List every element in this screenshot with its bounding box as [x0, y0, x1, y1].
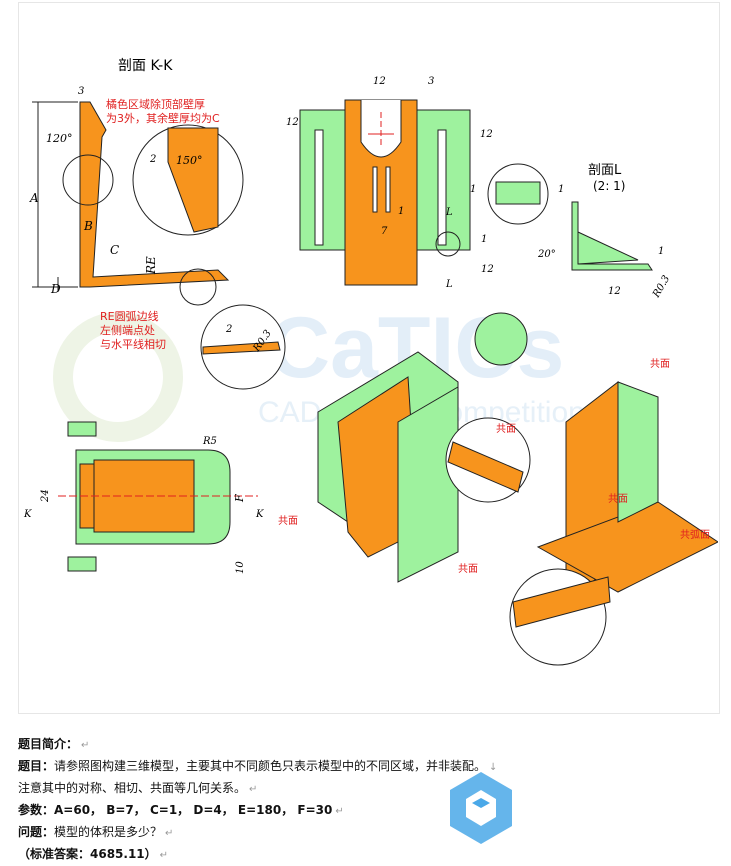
detail-marker-1 [62, 154, 114, 206]
question-label: 问题： [18, 825, 55, 839]
params-label: 参数： [18, 803, 55, 817]
note-wall-line1: 橘色区域除顶部壁厚 [106, 97, 205, 111]
label-coplanar-3: 共面 [650, 358, 670, 370]
dim-1-section-l: 1 [658, 246, 664, 257]
label-coplanar-1: 共面 [496, 423, 516, 435]
label-l-top: L [445, 207, 453, 218]
dim-3-front: 3 [428, 76, 434, 87]
dim-1-detail-a: 1 [470, 184, 476, 195]
dim-3-top: 3 [78, 86, 84, 97]
front-view [299, 99, 471, 286]
label-coplanar-2: 共面 [278, 515, 298, 527]
note-text: 注意其中的对称、相切、共面等几何关系。 [18, 781, 247, 795]
dim-12-right: 12 [480, 129, 493, 140]
dim-angle-20: 20° [537, 249, 556, 260]
label-k-left: K [23, 509, 32, 520]
dim-1-front: 1 [398, 206, 404, 217]
section-l-scale: (2: 1) [593, 179, 626, 193]
label-coplanar-4: 共面 [608, 493, 628, 505]
dim-a: A [29, 191, 39, 205]
dim-2-re: 2 [225, 324, 232, 335]
engineering-drawing: CaTICs CAD Online Competition 剖面 K-K A D… [23, 58, 718, 666]
label-l-bottom: L [445, 279, 453, 290]
section-kk-profile [32, 101, 230, 292]
note-re-line1: RE圆弧边线 [100, 309, 159, 323]
detail-marker-2 [179, 268, 217, 306]
dim-re: RE [144, 256, 158, 275]
top-view [58, 421, 258, 572]
drawing-frame [18, 2, 720, 714]
cube-logo-icon [450, 772, 512, 844]
dim-angle-120: 120° [46, 132, 73, 145]
detail-marker-3 [435, 231, 461, 257]
section-l-profile [571, 201, 653, 271]
dim-12-left: 12 [286, 117, 299, 128]
dim-2-detail: 2 [149, 154, 156, 165]
topic-text: 请参照图构建三维模型，主要其中不同颜色只表示模型中的不同区域，并非装配。 [54, 759, 487, 773]
dim-angle-150: 150° [176, 154, 203, 167]
question-text: 模型的体积是多少？ [54, 825, 163, 839]
problem-text: 题目简介：↵ 题目：请参照图构建三维模型，主要其中不同颜色只表示模型中的不同区域… [18, 737, 498, 861]
dim-12-section-l: 12 [608, 286, 621, 297]
dim-10: 10 [235, 561, 246, 574]
note-wall-line2: 为3外，其余壁厚均为C [106, 111, 220, 125]
dim-r03-section-l: R0.3 [651, 274, 673, 301]
dim-7: 7 [381, 226, 388, 237]
label-k-right: K [255, 509, 264, 520]
section-kk-title: 剖面 K-K [118, 58, 173, 74]
isometric-view-2 [536, 380, 718, 604]
dim-1-detail-b: 1 [558, 184, 564, 195]
dim-24: 24 [40, 489, 51, 503]
dim-r5: R5 [202, 436, 217, 447]
isometric-view-1 [317, 351, 459, 583]
label-co-arc: 共弧面 [680, 528, 710, 541]
topic-label: 题目： [18, 759, 55, 773]
watermark-gear-icon [53, 312, 183, 442]
params-text: A=60， B=7， C=1， D=4， E=180， F=30 [54, 803, 333, 817]
detail-circle-4 [474, 312, 528, 366]
answer-text: （标准答案：4685.11） [18, 847, 157, 861]
note-re-line3: 与水平线相切 [100, 337, 166, 351]
label-coplanar-5: 共面 [458, 563, 478, 575]
intro-label: 题目简介： [18, 737, 79, 751]
dim-f: F [233, 494, 246, 503]
dim-12-top: 12 [373, 76, 386, 87]
dim-b: B [83, 219, 93, 233]
dim-d: D [50, 282, 61, 296]
note-re-line2: 左侧端点处 [100, 324, 155, 337]
dim-c: C [110, 243, 119, 257]
dim-12-lower: 12 [481, 264, 494, 275]
section-l-title: 剖面L [588, 163, 622, 178]
dim-1-side: 1 [481, 234, 487, 245]
